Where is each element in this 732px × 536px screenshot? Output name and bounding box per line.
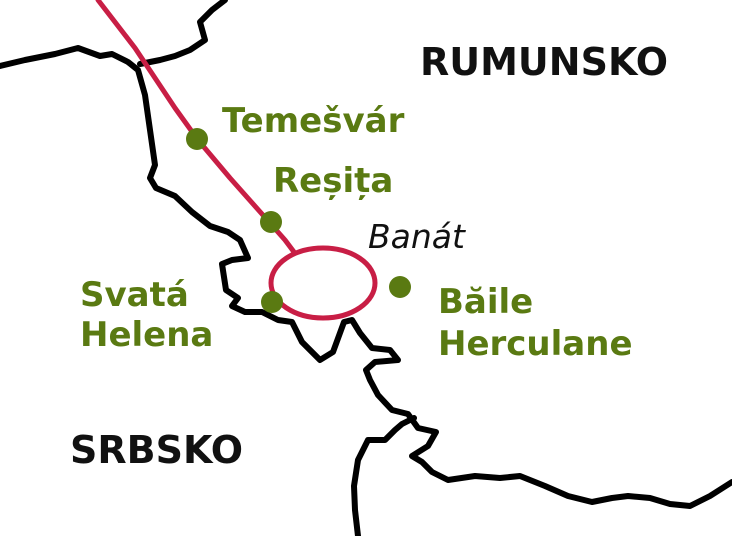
city-label-baile-line2: Herculane bbox=[438, 324, 633, 364]
city-marker-icon-baile-herculane[interactable] bbox=[389, 276, 411, 298]
city-marker-icon-timisoara[interactable] bbox=[186, 128, 208, 150]
region-label-banat: Banát bbox=[368, 217, 466, 256]
country-label-serbia: SRBSKO bbox=[70, 428, 243, 472]
city-label-svata-helena-line1: Svatá bbox=[80, 275, 189, 315]
city-label-timisoara: Temešvár bbox=[222, 101, 405, 141]
country-border-north bbox=[137, 0, 228, 67]
river-border-south bbox=[351, 415, 417, 536]
country-border-line bbox=[0, 45, 732, 509]
city-label-svata-helena-line2: Helena bbox=[80, 315, 213, 355]
route-loop bbox=[268, 245, 378, 321]
city-label-baile-line1: Băile bbox=[438, 282, 533, 322]
country-label-romania: RUMUNSKO bbox=[420, 40, 668, 84]
route-line bbox=[95, 0, 297, 255]
city-label-resita: Reșița bbox=[273, 161, 393, 201]
city-marker-icon-svata-helena[interactable] bbox=[261, 291, 283, 313]
city-marker-icon-resita[interactable] bbox=[260, 211, 282, 233]
